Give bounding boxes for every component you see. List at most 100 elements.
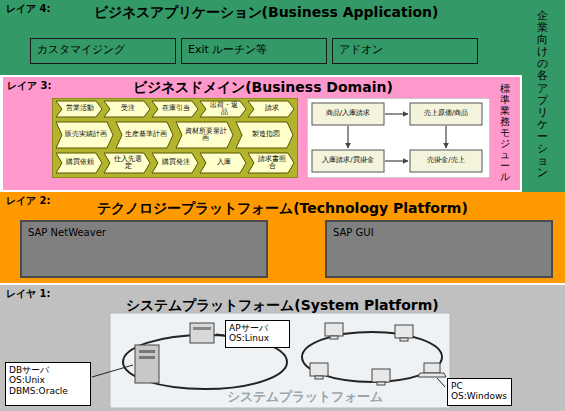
illustration-rect [325, 323, 343, 336]
vertical-band: 企業向けの各アプリケーション [522, 0, 565, 192]
illustration-rect [410, 150, 482, 172]
box-label: アドオン [339, 44, 383, 57]
illustration-line [437, 378, 445, 387]
illustration-polygon [248, 153, 294, 173]
illustration-rect [312, 103, 384, 125]
illustration-polygon [104, 153, 150, 173]
process-step-label: 購買発注 [159, 153, 193, 173]
callout-box: PC OS:Windows [447, 378, 512, 406]
illustration-rect [193, 327, 211, 330]
application-box: カスタマイジング [30, 38, 176, 64]
illustration-rect [110, 313, 450, 408]
illustration-polygon [56, 153, 102, 173]
illustration-rect [410, 103, 482, 125]
illustration-rect [315, 376, 323, 379]
illustration-polygon [56, 101, 102, 117]
process-step-label: 購買依頼 [63, 153, 97, 173]
layer-number: レイヤ 1: [6, 288, 50, 300]
db-server-icon [135, 345, 159, 383]
illustration-polygon [116, 122, 173, 148]
ap-server-icon [190, 323, 214, 343]
illustration-rect [307, 98, 490, 178]
process-step-label: 販売実績計画 [63, 122, 108, 148]
illustration-line [385, 160, 408, 161]
illustration-rect [52, 98, 298, 178]
illustration-rect [330, 336, 338, 339]
layer-title: ビジネスドメイン(Business Domain) [23, 79, 503, 95]
pc-icons [310, 323, 446, 385]
box-label: SAP NetWeaver [28, 227, 106, 239]
account-label: 売上原価/商品 [410, 103, 482, 125]
illustration-line [385, 113, 408, 114]
layer-title: テクノロジープラットフォーム(Technology Platform) [0, 200, 565, 216]
illustration-line [216, 334, 224, 335]
illustration-polygon [248, 101, 294, 117]
illustration-rect [377, 382, 385, 385]
process-step-label: 請求 [255, 101, 289, 117]
illustration-line [445, 126, 446, 148]
illustration-rect [135, 345, 159, 383]
process-step-label: 出荷・返品 [207, 101, 241, 117]
callout-label: PC OS:Windows [451, 381, 507, 402]
platform-box: SAP GUI [325, 220, 553, 278]
box-label: カスタマイジング [37, 44, 125, 57]
illustration-rect [312, 150, 384, 172]
illustration-line [92, 365, 133, 377]
illustration-rect [139, 350, 155, 353]
illustration-polygon [200, 153, 246, 173]
watermark-text: システムプラットフォーム [180, 389, 430, 406]
layer-title: ビジネスアプリケーション(Business Application) [10, 4, 522, 20]
process-step-label: 入庫 [207, 153, 241, 173]
process-step-label: 製造指図 [243, 122, 288, 148]
illustration-polygon [176, 122, 233, 148]
layer-title: システムプラットフォーム(System Platform) [0, 297, 565, 313]
callout-label: APサーバ OS:Linux [229, 323, 285, 344]
illustration-polygon [152, 153, 198, 173]
illustration-polygon [418, 373, 446, 377]
illustration-rect [310, 363, 328, 376]
account-label: 入庫請求/買掛金 [312, 150, 384, 172]
box-label: SAP GUI [333, 227, 374, 239]
process-chevrons [56, 101, 294, 173]
illustration-rect [424, 363, 440, 373]
vertical-label: 標準業務モジュール [500, 83, 510, 182]
vertical-label: 企業向けの各アプリケーション [537, 10, 548, 179]
layer-number: レイア 4: [6, 3, 50, 15]
illustration-polygon [56, 122, 113, 148]
illustration-line [347, 126, 348, 148]
account-label: 商品/入庫請求 [312, 103, 384, 125]
callout-label: DBサーバ OS:Unix DBMS:Oracle [9, 365, 86, 396]
layer-band: カスタマイジング Exit ルーチン等 アドオン レイア 4:ビジネスアプリケーション… [0, 0, 522, 75]
layer-band: SAP NetWeaver SAP GUI レイア 2:テクノロジープラットフォーム… [0, 192, 565, 283]
illustration-polygon [152, 101, 198, 117]
platform-box: SAP NetWeaver [20, 220, 268, 278]
layer-number: レイア 3: [7, 80, 51, 92]
illustration-polygon [104, 101, 150, 117]
illustration-rect [395, 325, 413, 338]
account-label: 売掛金/売上 [410, 150, 482, 172]
layer-band: APサーバ OS:LinuxDBサーバ OS:Unix DBMS:OracleP… [0, 285, 565, 411]
process-step-label: 資材所要量計画 [183, 122, 228, 148]
illustration-rect [400, 338, 408, 341]
illustration-rect [190, 323, 214, 343]
illustration-g [348, 114, 446, 161]
process-step-label: 請求書照合 [255, 153, 289, 173]
illustration-rect [372, 369, 390, 382]
illustration-polygon [236, 122, 293, 148]
layer-band: レイア 3:ビジネスドメイン(Business Domain)標準業務モジュール… [3, 77, 520, 190]
process-step-label: 営業活動 [63, 101, 97, 117]
layer-number: レイア 2: [6, 195, 50, 207]
process-step-label: 仕入先選定 [111, 153, 145, 173]
callout-box: DBサーバ OS:Unix DBMS:Oracle [5, 362, 91, 406]
process-step-label: 受注 [111, 101, 145, 117]
application-box: Exit ルーチン等 [181, 38, 327, 64]
application-box: アドオン [332, 38, 478, 64]
process-step-label: 在庫引当 [159, 101, 193, 117]
box-label: Exit ルーチン等 [188, 44, 267, 57]
callout-box: APサーバ OS:Linux [225, 320, 290, 348]
illustration-g [312, 103, 482, 172]
illustration-rect [139, 356, 155, 359]
process-step-label: 生産基準計画 [123, 122, 168, 148]
illustration-polygon [200, 101, 246, 117]
